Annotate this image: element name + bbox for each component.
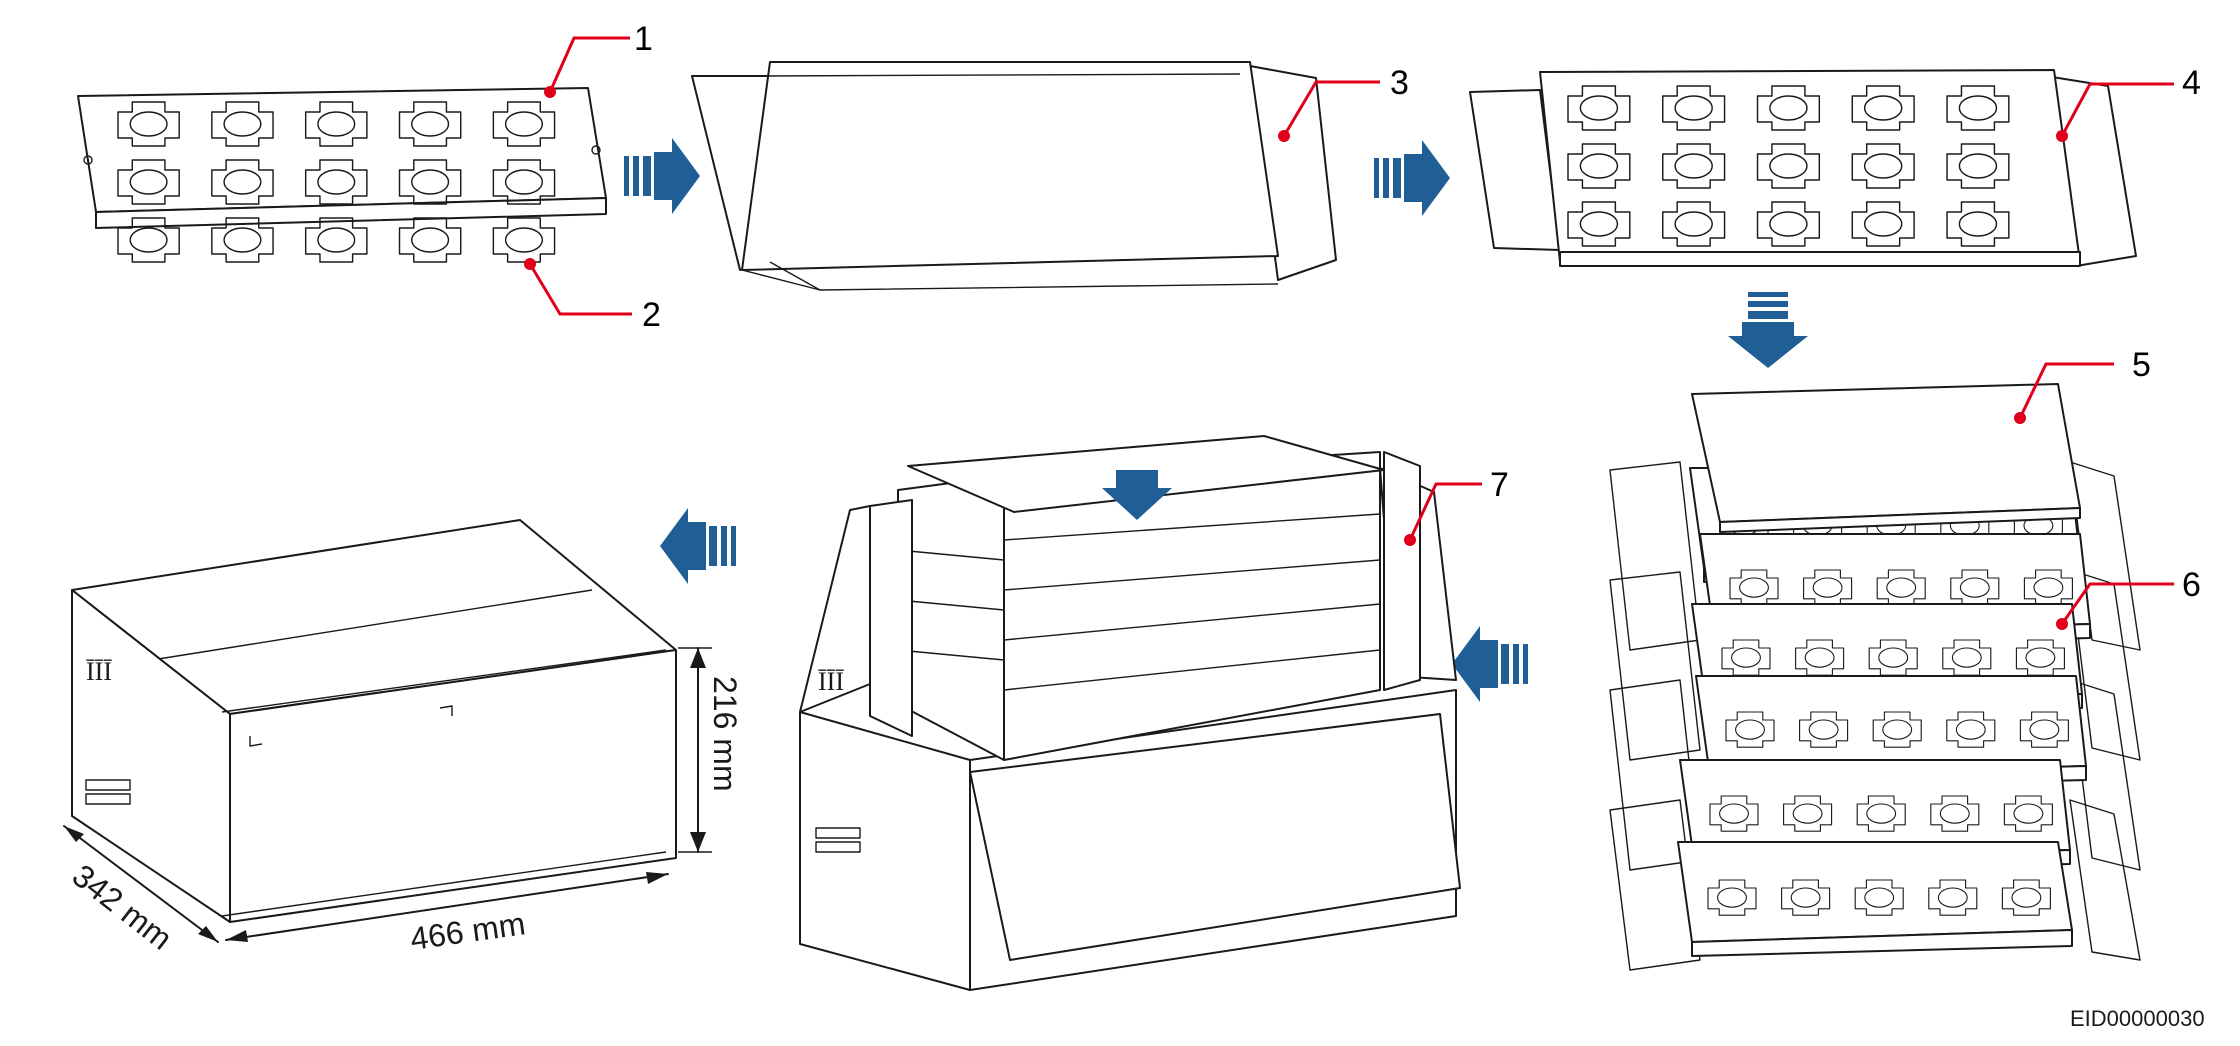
- callout-5: 5: [2014, 346, 2151, 424]
- height-dimension: 216 mm: [678, 647, 743, 853]
- svg-text:ĪĪĪ: ĪĪĪ: [818, 667, 844, 696]
- process-arrow-down-icon: [1102, 470, 1172, 520]
- process-arrow-down-icon: [1728, 292, 1808, 368]
- svg-text:2: 2: [642, 296, 661, 334]
- process-arrow-left-icon: [660, 508, 736, 584]
- figure-id: EID00000030: [2070, 1006, 2205, 1031]
- open-carton-illustration: ĪĪĪ: [799, 435, 1461, 991]
- closed-carton-illustration: ĪĪĪ: [71, 519, 677, 923]
- svg-text:ĪĪĪ: ĪĪĪ: [86, 657, 112, 686]
- width-label: 466 mm: [408, 905, 527, 957]
- process-arrow-right-icon: [1374, 140, 1450, 216]
- process-arrow-right-icon: [624, 138, 700, 214]
- svg-text:5: 5: [2132, 346, 2151, 384]
- callout-4: 4: [2056, 64, 2201, 142]
- callout-7: 7: [1404, 466, 1509, 546]
- tray-stack-illustration: [1609, 383, 2141, 971]
- bagged-tray-illustration: [1469, 69, 2137, 267]
- svg-text:1: 1: [634, 20, 653, 58]
- protective-bag-illustration: [691, 61, 1337, 291]
- svg-text:4: 4: [2182, 64, 2201, 102]
- process-arrow-left-icon: [1452, 626, 1528, 702]
- callout-1: 1: [544, 20, 653, 98]
- callout-6: 6: [2056, 566, 2201, 630]
- callout-3: 3: [1278, 64, 1409, 142]
- svg-text:7: 7: [1490, 466, 1509, 504]
- height-label: 216 mm: [707, 676, 743, 792]
- svg-text:6: 6: [2182, 566, 2201, 604]
- tray-illustration: [77, 87, 607, 262]
- svg-text:3: 3: [1390, 64, 1409, 102]
- callout-2: 2: [524, 258, 661, 334]
